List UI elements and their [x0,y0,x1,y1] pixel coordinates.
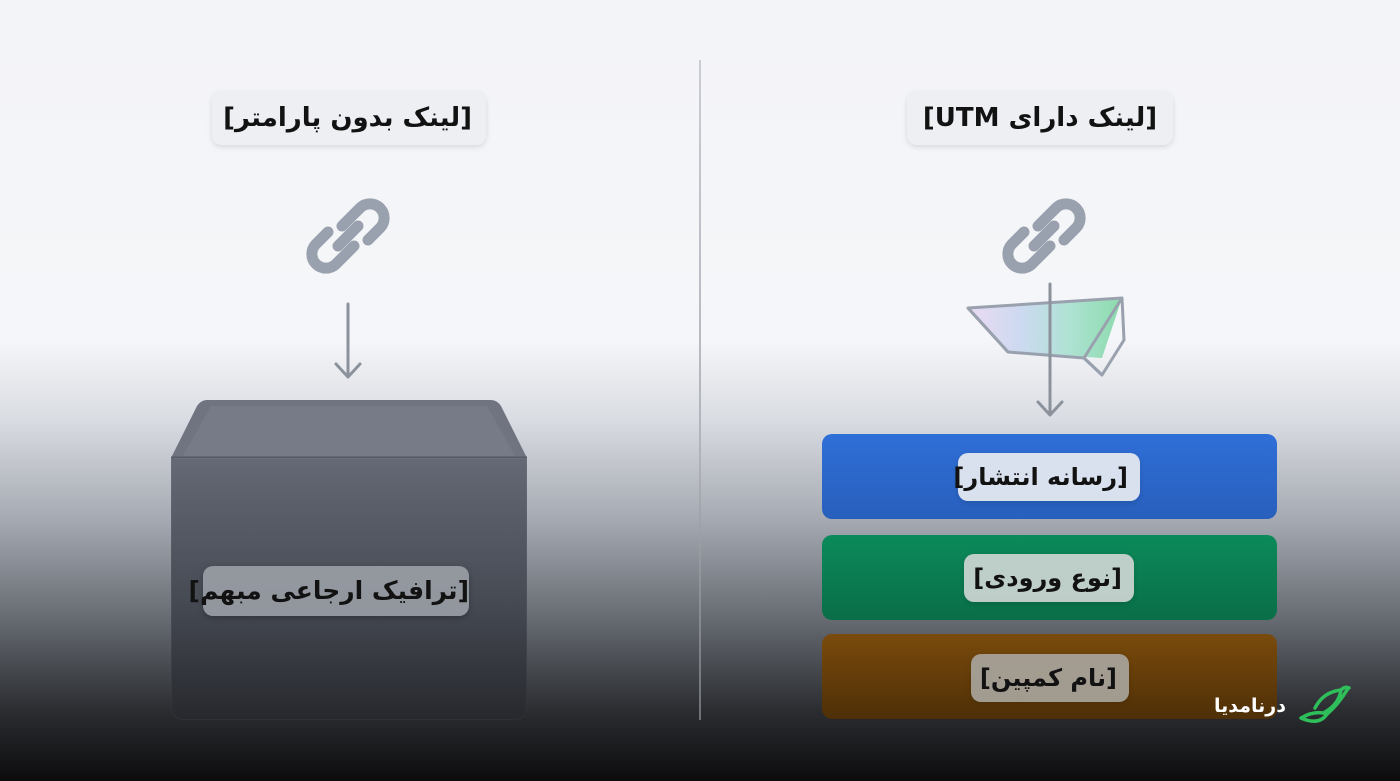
left-panel-title: [لینک بدون پارامتر] [212,91,486,145]
bar-source-label: [نوع ورودی] [964,554,1134,602]
chain-link-icon [306,198,390,274]
bar-campaign-label: [نام کمپین] [971,654,1129,702]
bar-media-label: [رسانه انتشار] [953,453,1140,501]
center-divider [699,60,701,720]
open-box-lid [171,400,527,460]
brand-name: درنامدیا [1214,695,1286,717]
leaf-logo-icon [1299,685,1351,723]
prism-icon [966,282,1126,417]
box-label: [ترافیک ارجاعی مبهم] [189,566,469,616]
arrow-down-icon [334,302,362,379]
chain-link-icon-right [1002,198,1086,274]
right-panel-title: [لینک دارای UTM] [907,91,1173,145]
brand-logo: درنامدیا [1205,684,1355,728]
